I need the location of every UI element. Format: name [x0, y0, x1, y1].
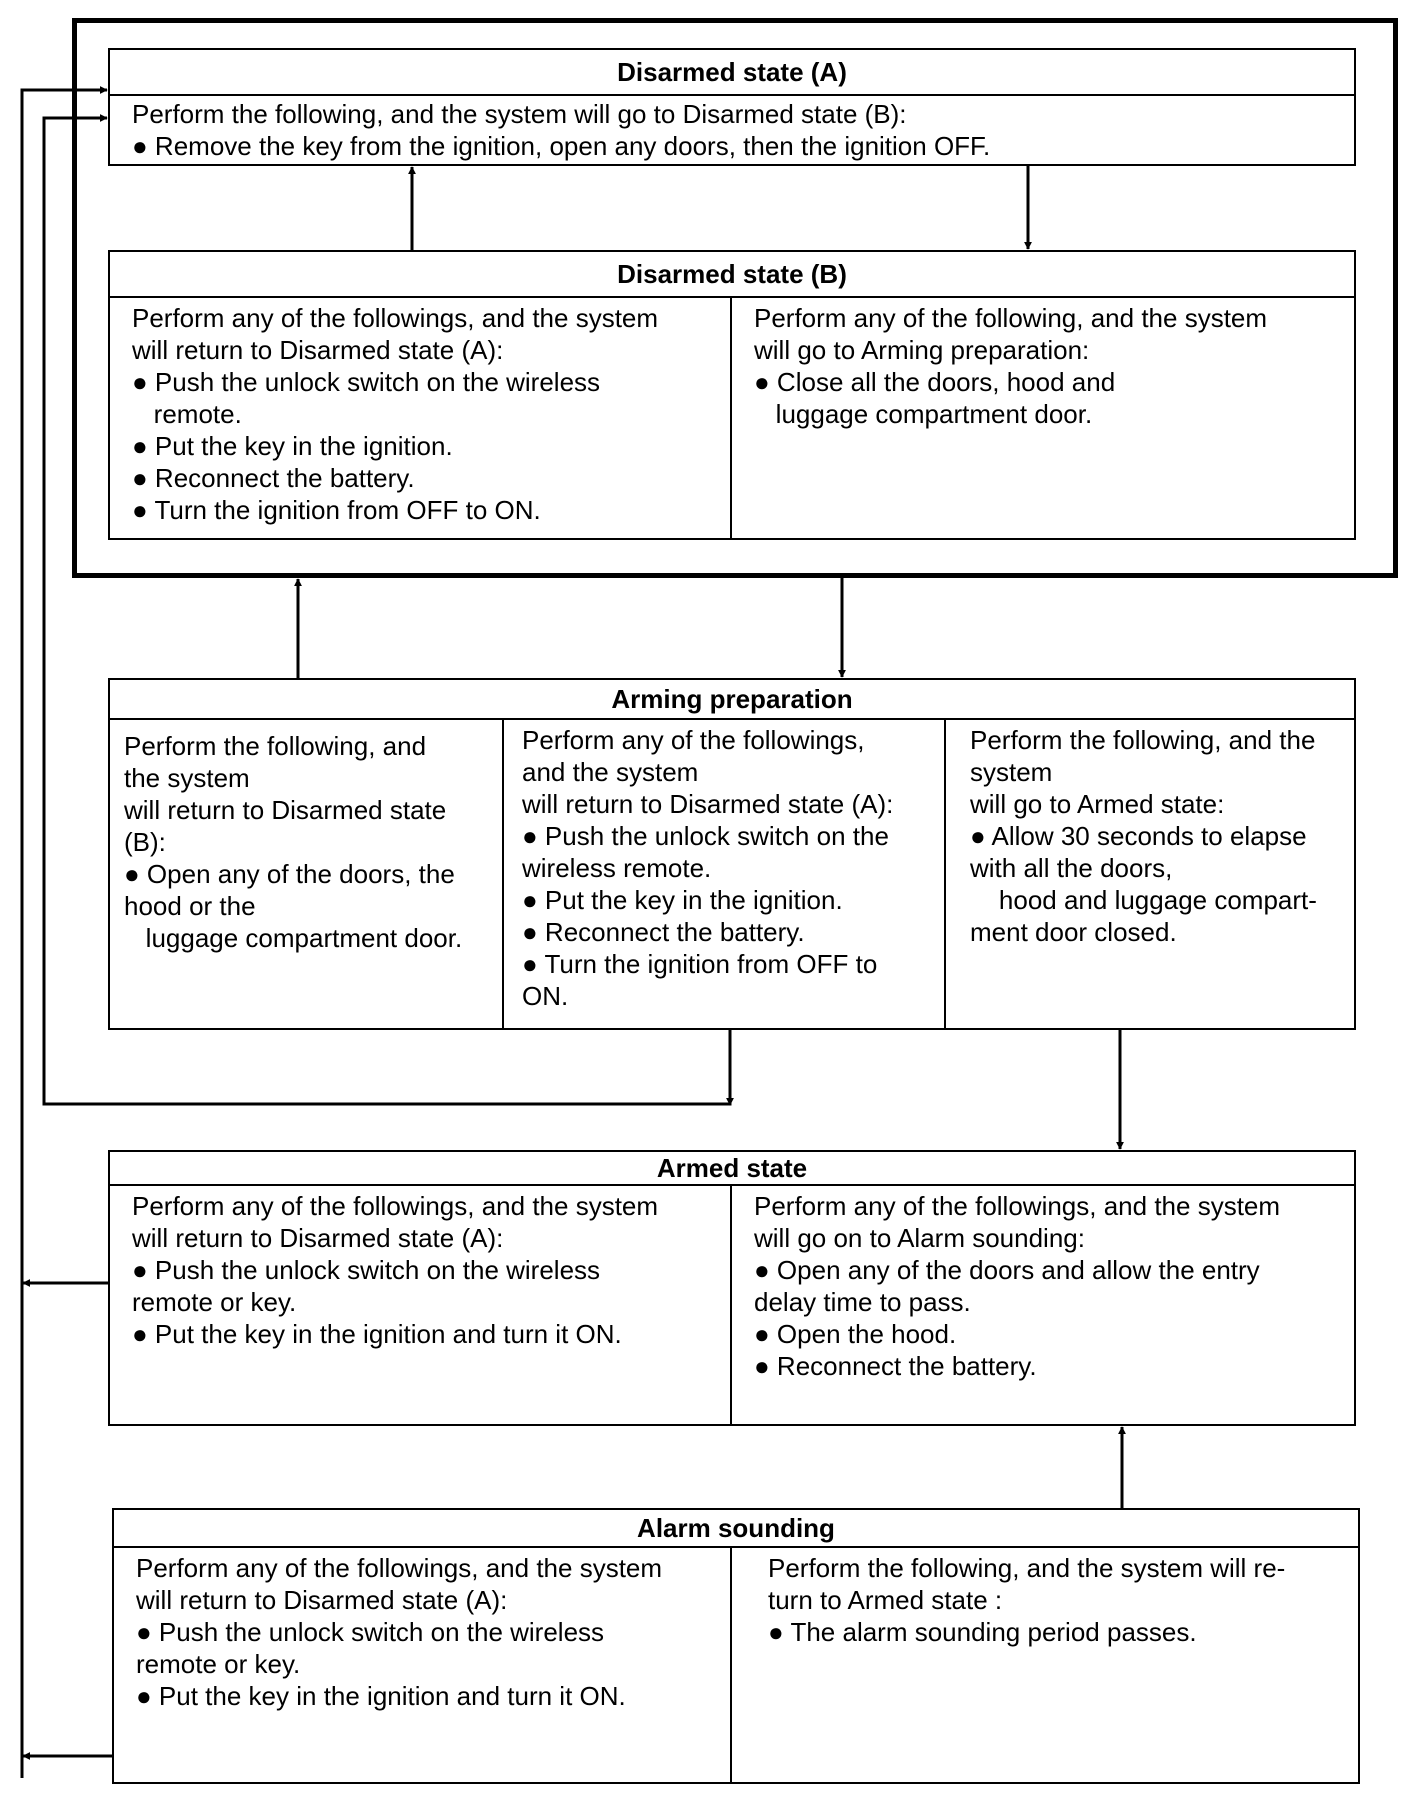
alarm-sounding-title: Alarm sounding	[114, 1510, 1358, 1548]
disarmed-state-a-title: Disarmed state (A)	[110, 50, 1354, 96]
arrow-outer-bus-to-a	[20, 86, 108, 1778]
disarmed-state-b-return-conditions: Perform any of the followings, and the s…	[132, 303, 659, 525]
arrow-arming-return-to-a	[42, 114, 732, 1106]
disarmed-state-a-text: Perform the following, and the system wi…	[132, 99, 991, 161]
arming-preparation-return-b-conditions: Perform the following, and the system wi…	[124, 731, 463, 953]
arming-preparation-title: Arming preparation	[110, 680, 1354, 720]
armed-state-alarm-conditions: Perform any of the followings, and the s…	[730, 1186, 1354, 1424]
disarmed-state-b-box: Disarmed state (B) Perform any of the fo…	[108, 250, 1356, 540]
disarmed-state-b-title: Disarmed state (B)	[110, 252, 1354, 298]
arming-preparation-return-a-conditions: Perform any of the followings, and the s…	[502, 720, 944, 1028]
disarmed-state-a-box: Disarmed state (A) Perform the following…	[108, 48, 1356, 166]
arming-preparation-box: Arming preparation Perform the following…	[108, 678, 1356, 1030]
armed-state-return-conditions: Perform any of the followings, and the s…	[132, 1191, 659, 1349]
disarmed-state-b-advance-conditions: Perform any of the following, and the sy…	[730, 298, 1354, 538]
alarm-sounding-box: Alarm sounding Perform any of the follow…	[112, 1508, 1360, 1784]
armed-state-box: Armed state Perform any of the following…	[108, 1150, 1356, 1426]
armed-state-title: Armed state	[110, 1152, 1354, 1186]
alarm-sounding-return-disarmed-conditions: Perform any of the followings, and the s…	[136, 1553, 663, 1711]
arming-preparation-advance-conditions: Perform the following, and the system wi…	[944, 720, 1354, 1028]
disarmed-group-frame	[72, 18, 1398, 578]
alarm-sounding-return-armed-conditions: Perform the following, and the system wi…	[730, 1548, 1358, 1782]
